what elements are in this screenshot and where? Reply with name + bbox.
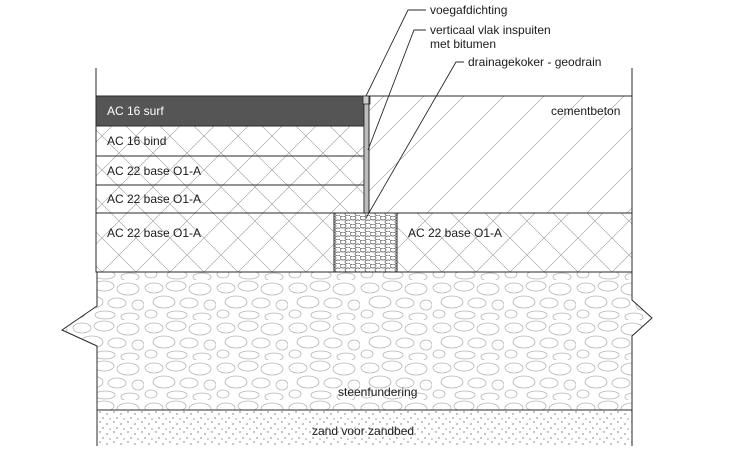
layer-base-3-left: [95, 212, 335, 273]
leader-joint-seal: [365, 9, 426, 97]
callout-bitumen-line2: met bitumen: [430, 37, 496, 51]
label-sand-bed: zand voor zandbed: [312, 424, 414, 438]
break-line-right: [631, 272, 653, 410]
label-base-3-right: AC 22 base O1-A: [408, 226, 502, 240]
label-surf: AC 16 surf: [107, 104, 164, 118]
callout-joint-seal: voegafdichting: [430, 3, 507, 17]
break-line-left: [60, 272, 98, 410]
leader-bitumen: [367, 29, 426, 151]
label-base-1: AC 22 base O1-A: [107, 164, 201, 178]
leader-drain: [365, 61, 464, 219]
callout-drain: drainagekoker - geodrain: [468, 55, 601, 69]
sand-bed: [97, 410, 632, 446]
label-base-2: AC 22 base O1-A: [107, 192, 201, 206]
label-base-3-left: AC 22 base O1-A: [107, 226, 201, 240]
layer-base-2: [95, 184, 365, 214]
geodrain: [333, 212, 398, 273]
label-stone-foundation: steenfundering: [338, 385, 417, 399]
layer-bind: [95, 125, 365, 157]
layer-base-1: [95, 155, 365, 186]
concrete-slab: [368, 95, 633, 214]
stone-foundation: [62, 272, 652, 410]
bitumen-strip: [363, 95, 370, 214]
layer-base-3-right: [396, 212, 633, 273]
callout-bitumen-line1: verticaal vlak inspuiten: [430, 23, 551, 37]
label-concrete: cementbeton: [551, 104, 620, 118]
label-bind: AC 16 bind: [107, 134, 166, 148]
layer-surf: [95, 95, 365, 127]
